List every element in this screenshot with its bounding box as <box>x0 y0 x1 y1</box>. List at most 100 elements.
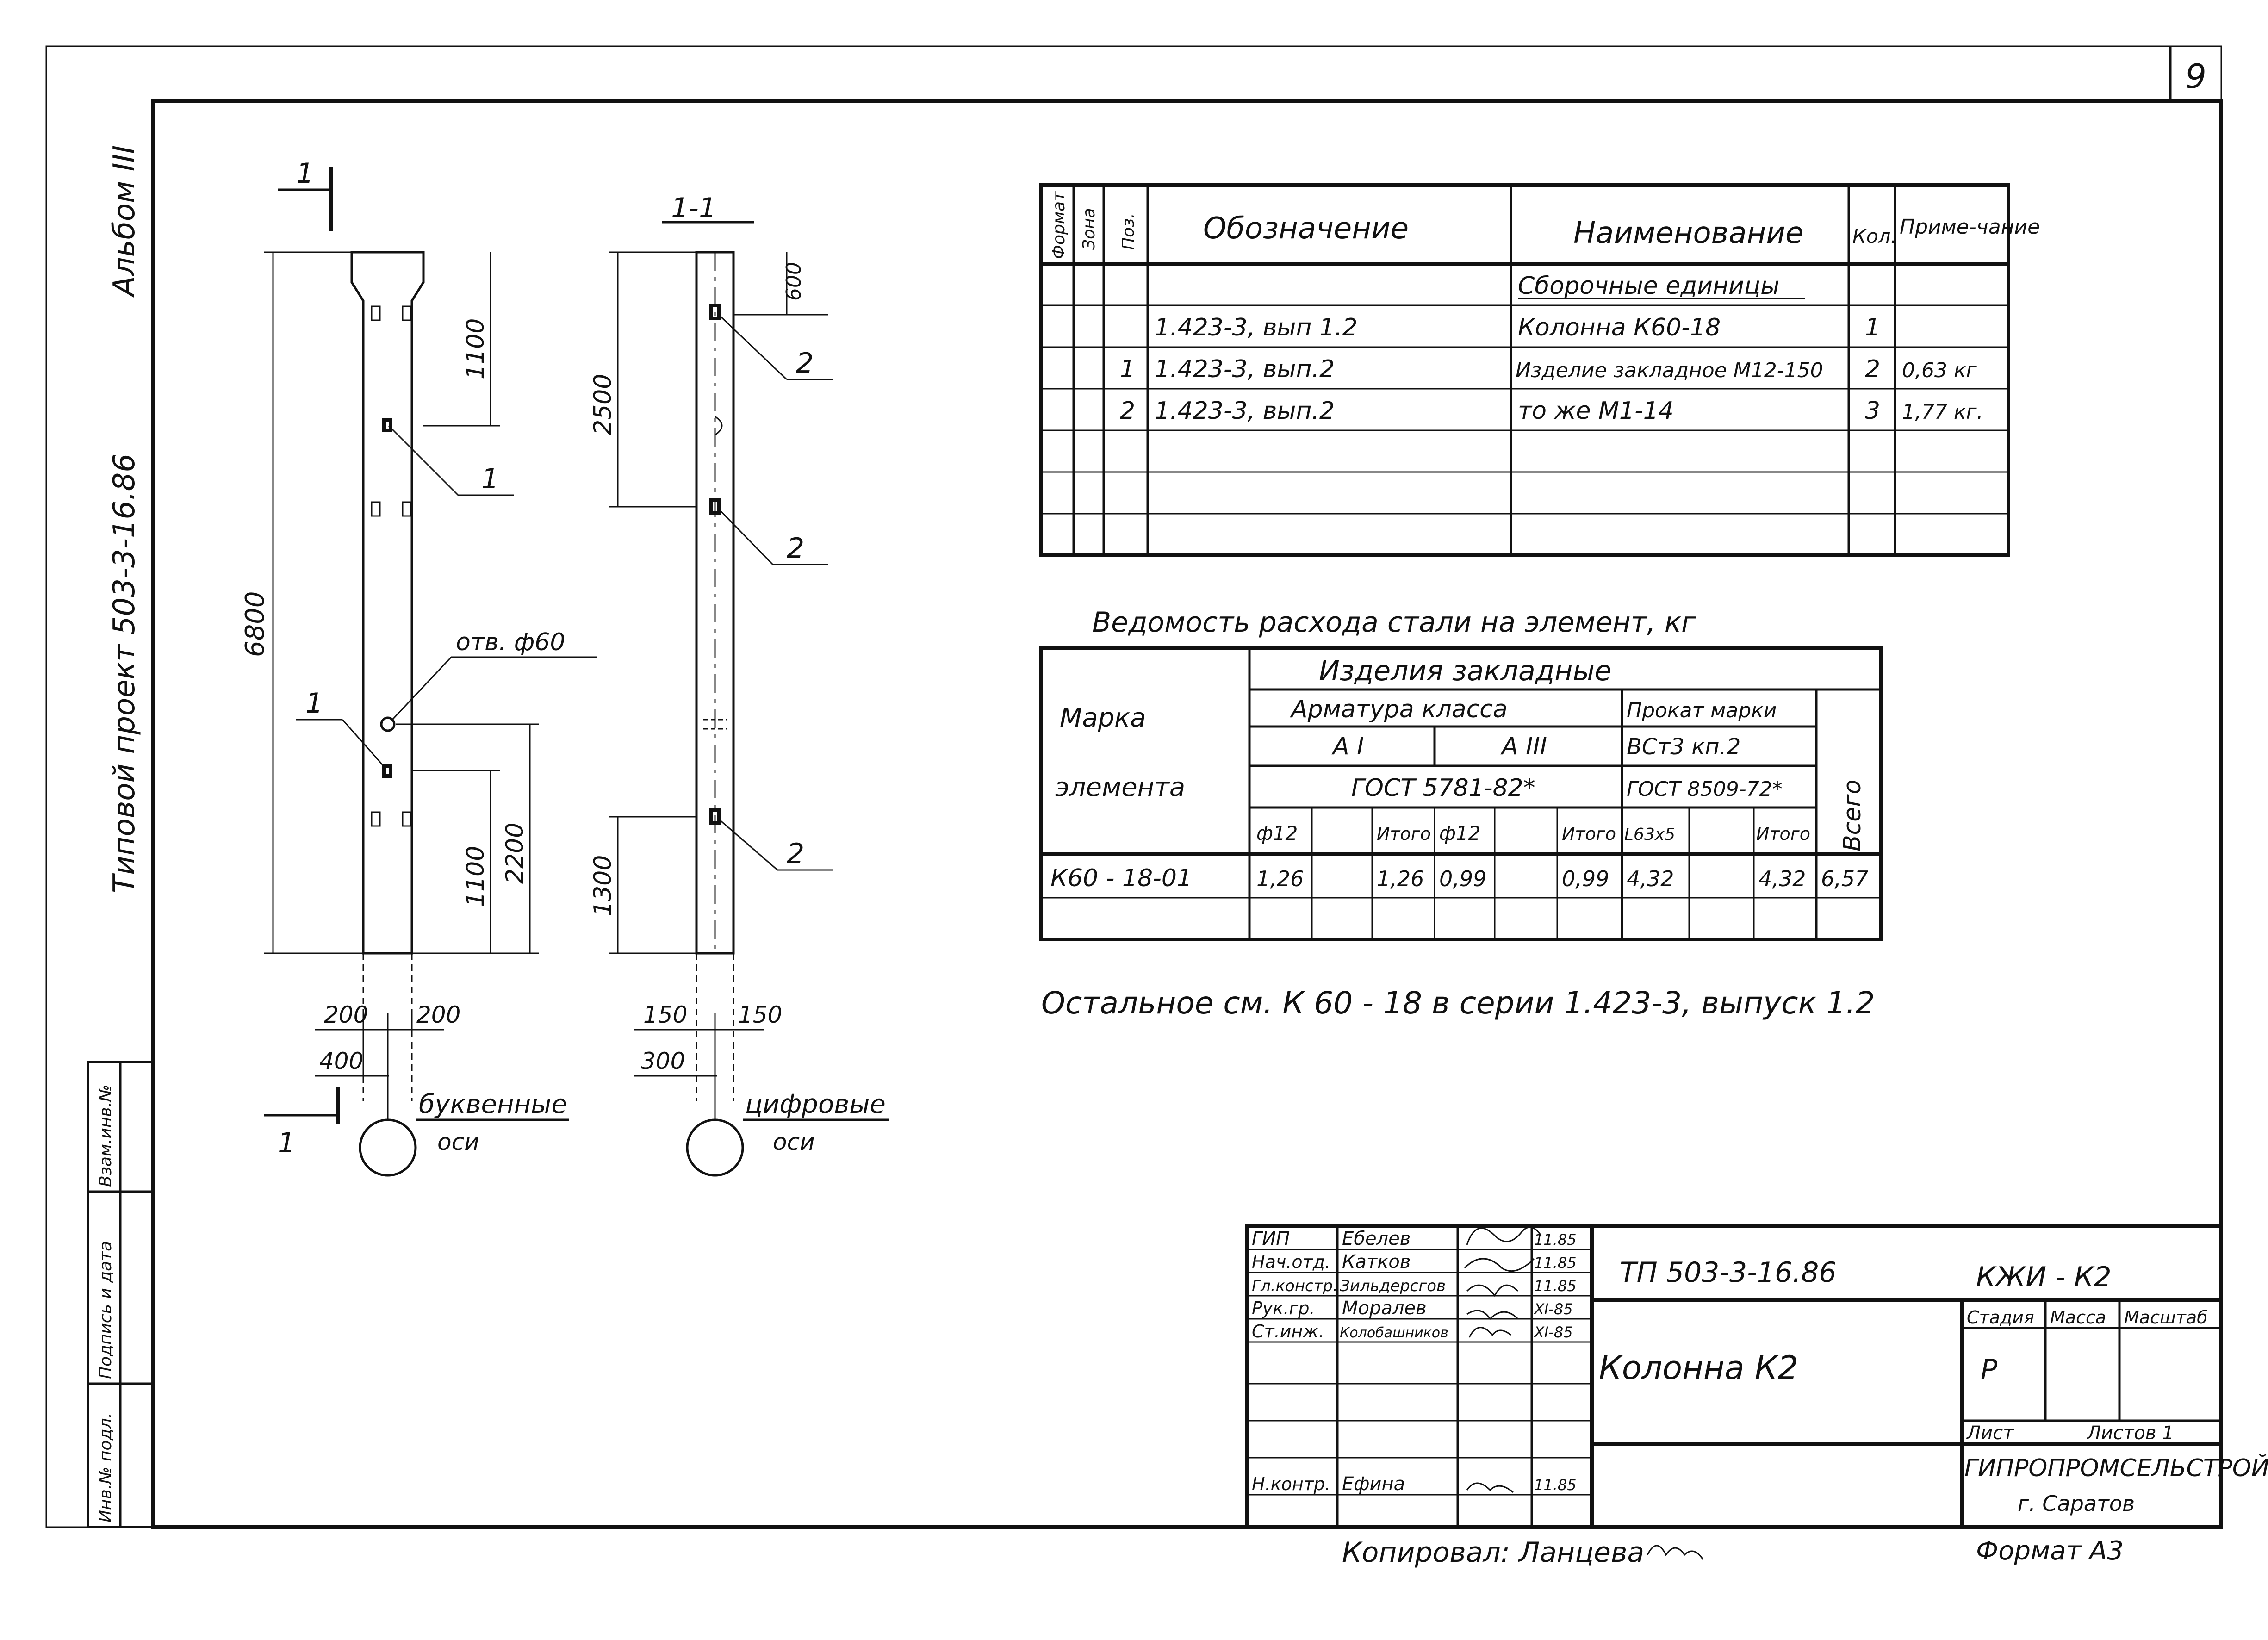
steel-table-title: Ведомость расхода стали на элемент, кг <box>1092 606 1696 639</box>
steel-vst3: ВСт3 кп.2 <box>1627 734 1740 760</box>
tb-date-nkontr: 11.85 <box>1534 1476 1577 1494</box>
stamp-cell-inv: Инв.№ подл. <box>96 1413 115 1522</box>
steel-mark-header-2: элемента <box>1055 772 1185 802</box>
column-section: 1-1 600 2500 1300 2 2 2 <box>589 192 889 1177</box>
tb-role-nkontr: Н.контр. <box>1252 1474 1330 1494</box>
tb-role-gip: ГИП <box>1252 1228 1290 1249</box>
steel-val-l63: 4,32 <box>1627 866 1674 891</box>
dim-1300: 1300 <box>589 855 617 916</box>
steel-val-itogo-c: 4,32 <box>1758 866 1806 891</box>
side-margin: Типовой проект 503-3-16.86 Альбом III Ин… <box>87 145 154 1528</box>
tb-name-stinzh: Колобашников <box>1340 1325 1448 1341</box>
tb-role-stinzh: Ст.инж. <box>1252 1321 1324 1342</box>
title-block: ГИП Нач.отд. Гл.констр. Рук.гр. Ст.инж. … <box>1245 1224 2268 1529</box>
tb-stage: Р <box>1981 1354 1998 1386</box>
spec-header-designation: Обозначение <box>1203 211 1409 246</box>
axis-letter-label-2: оси <box>437 1129 479 1155</box>
format-label: Формат А3 <box>1976 1536 2124 1566</box>
tb-sheets-label: Листов 1 <box>2086 1423 2174 1444</box>
spec-row-4-name: то же М1-14 <box>1518 397 1674 425</box>
steel-total-header: Всего <box>1839 780 1866 851</box>
spec-row-3-designation: 1.423-3, вып.2 <box>1155 355 1335 383</box>
pos-2-top: 2 <box>796 347 814 379</box>
steel-prokat-header: Прокат марки <box>1627 699 1777 722</box>
spec-row-2-designation: 1.423-3, вып 1.2 <box>1155 314 1358 342</box>
tb-name-nach: Катков <box>1342 1251 1411 1273</box>
section-mark-bottom: 1 <box>278 1127 295 1159</box>
steel-mark-header-1: Марка <box>1060 703 1146 733</box>
tb-role-nach: Нач.отд. <box>1252 1252 1330 1272</box>
steel-val-f12-a: 1,26 <box>1256 866 1304 891</box>
column-elevation: 1 6800 1100 1 отв. ф60 1 <box>240 157 597 1177</box>
column-outline <box>350 251 425 955</box>
steel-sub-f12-a: ф12 <box>1256 822 1298 845</box>
spec-row-3-qty: 2 <box>1865 355 1880 383</box>
tb-mass-header: Масса <box>2050 1307 2106 1328</box>
tb-city: г. Саратов <box>2018 1491 2135 1516</box>
axis-circle-letter <box>359 1118 417 1177</box>
dim-1100-bottom: 1100 <box>462 846 490 907</box>
spec-row-4-note: 1,77 кг. <box>1902 400 1983 424</box>
tb-role-rukgr: Рук.гр. <box>1252 1298 1315 1318</box>
hole-label: отв. ф60 <box>456 628 565 656</box>
section-outline <box>695 251 735 955</box>
steel-sub-itogo-b: Итого <box>1562 824 1616 844</box>
tb-name-gip: Ебелев <box>1342 1228 1411 1249</box>
dim-400: 400 <box>319 1048 363 1075</box>
spec-row-4-qty: 3 <box>1865 397 1880 425</box>
steel-class-a1: А I <box>1331 733 1364 760</box>
axis-circle-digit <box>686 1118 744 1177</box>
dim-200-right: 200 <box>416 1001 460 1028</box>
axis-digit-label: цифровые <box>745 1089 886 1119</box>
spec-header-format: Формат <box>1050 191 1069 259</box>
spec-row-3-pos: 1 <box>1120 355 1135 383</box>
steel-armatura-header: Арматура класса <box>1290 696 1508 723</box>
tb-project-code: ТП 503-3-16.86 <box>1620 1256 1837 1289</box>
tb-scale-header: Масштаб <box>2124 1307 2208 1328</box>
dim-6800: 6800 <box>240 591 270 657</box>
spec-row-1-name: Сборочные единицы <box>1518 272 1779 300</box>
tb-sheet-label: Лист <box>1966 1423 2014 1444</box>
axis-letter-label: буквенные <box>419 1089 567 1119</box>
steel-sub-itogo-a: Итого <box>1377 824 1431 844</box>
steel-row-mark: К60 - 18-01 <box>1050 864 1192 892</box>
spec-table: Формат Зона Поз. Обозначение Наименовани… <box>1039 183 2040 557</box>
axis-digit-label-2: оси <box>773 1129 815 1155</box>
dim-200-left: 200 <box>324 1001 368 1028</box>
project-title-vertical: Типовой проект 503-3-16.86 <box>107 453 142 893</box>
spec-row-2-qty: 1 <box>1865 314 1880 342</box>
spec-row-2-name: Колонна К60-18 <box>1518 314 1721 342</box>
spec-header-qty: Кол. <box>1852 225 1897 248</box>
pos-1-top: 1 <box>481 463 499 495</box>
steel-val-f12-b: 0,99 <box>1439 866 1486 891</box>
spec-row-4-designation: 1.423-3, вып.2 <box>1155 397 1335 425</box>
pos-2-bottom: 2 <box>787 838 804 870</box>
hole-marker <box>380 716 396 732</box>
steel-sub-itogo-c: Итого <box>1756 824 1810 844</box>
steel-group-header: Изделия закладные <box>1319 655 1612 687</box>
spec-row-3-note: 0,63 кг <box>1902 359 1977 382</box>
sheet-number: 9 <box>2185 57 2206 96</box>
steel-gost-8509: ГОСТ 8509-72* <box>1627 777 1783 801</box>
steel-val-itogo-b: 0,99 <box>1562 866 1609 891</box>
signature-scribble <box>1464 1226 1542 1493</box>
spec-row-4-pos: 2 <box>1120 397 1135 425</box>
steel-sub-f12-b: ф12 <box>1439 822 1480 845</box>
dim-2500: 2500 <box>589 374 617 435</box>
dim-150-right: 150 <box>738 1001 782 1028</box>
dim-150-left: 150 <box>643 1001 687 1028</box>
sheet-frame: 9 <box>45 45 2223 1529</box>
tb-name-glkonstr: Зильдерсгов <box>1340 1277 1446 1295</box>
spec-row-3-name: Изделие закладное М12-150 <box>1516 359 1823 382</box>
tb-name: Колонна К2 <box>1599 1349 1798 1387</box>
copied-by: Копировал: Ланцева <box>1342 1536 1644 1569</box>
tb-name-nkontr: Ефина <box>1342 1473 1405 1495</box>
tb-org: ГИПРОПРОМСЕЛЬСТРОЙ <box>1964 1454 2268 1482</box>
pos-2-mid: 2 <box>787 532 804 565</box>
dim-600: 600 <box>782 262 806 301</box>
tb-date-gip: 11.85 <box>1534 1231 1577 1249</box>
spec-header-zone: Зона <box>1080 208 1099 250</box>
section-title: 1-1 <box>671 192 716 224</box>
tb-name-rukgr: Моралев <box>1342 1298 1427 1319</box>
